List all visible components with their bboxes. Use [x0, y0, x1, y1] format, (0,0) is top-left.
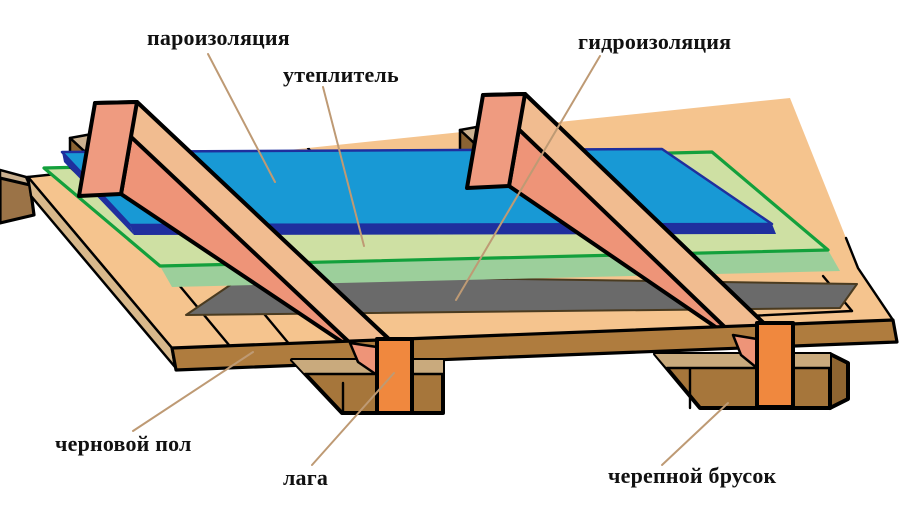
subfloor-front-face [170, 318, 899, 372]
label-waterproofing: гидроизоляция [578, 29, 732, 54]
label-insulation: утеплитель [283, 62, 399, 87]
joist-right-lower-end [755, 321, 795, 409]
leader-cranial-bar [661, 402, 729, 466]
joist-left-lower-end [375, 337, 414, 415]
leader-lines [132, 53, 729, 466]
joist-left [77, 100, 394, 368]
support-assembly-left [290, 337, 445, 415]
joist-left-end-face [77, 100, 139, 198]
joist-right-end-face [465, 92, 527, 190]
leader-subfloor [132, 351, 254, 432]
support-assembly-right [653, 321, 850, 410]
joist-right [465, 92, 777, 360]
subfloor-outline-right [844, 236, 895, 322]
support-beam-side-right [828, 352, 850, 410]
label-joist: лага [283, 465, 329, 490]
label-subfloor: черновой пол [55, 431, 192, 456]
leader-insulation [322, 86, 365, 247]
left-edge-beam-end [0, 176, 36, 225]
leader-joist [311, 372, 395, 466]
leader-vapor-barrier [207, 53, 276, 183]
label-cranial-bar: черепной брусок [608, 463, 777, 488]
leader-waterproofing [455, 55, 601, 301]
label-vapor-barrier: пароизоляция [147, 25, 290, 50]
